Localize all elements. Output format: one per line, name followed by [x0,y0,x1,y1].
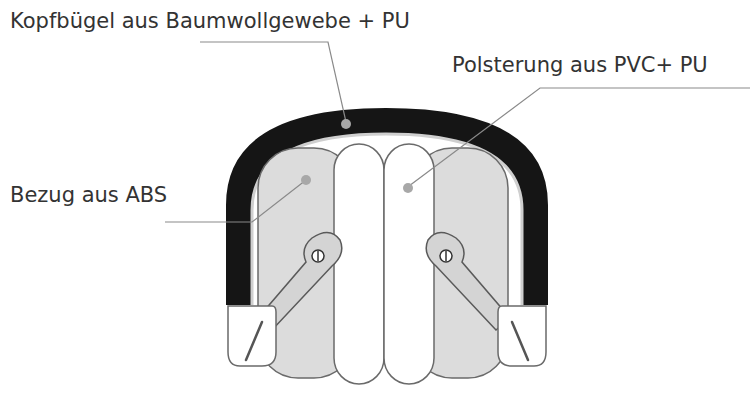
leader-lines [165,42,750,222]
headband-label: Kopfbügel aus Baumwollgewebe + PU [10,8,410,34]
left-cushion [334,144,384,384]
screws [312,250,452,262]
rods-front [246,322,528,360]
left-slider [228,306,276,366]
right-slider [498,306,546,366]
right-cushion [384,144,434,384]
leader-dots [301,119,413,193]
rods [243,318,525,362]
cover-label: Bezug aus ABS [10,182,167,208]
cushion-label: Polsterung aus PVC+ PU [452,52,708,78]
